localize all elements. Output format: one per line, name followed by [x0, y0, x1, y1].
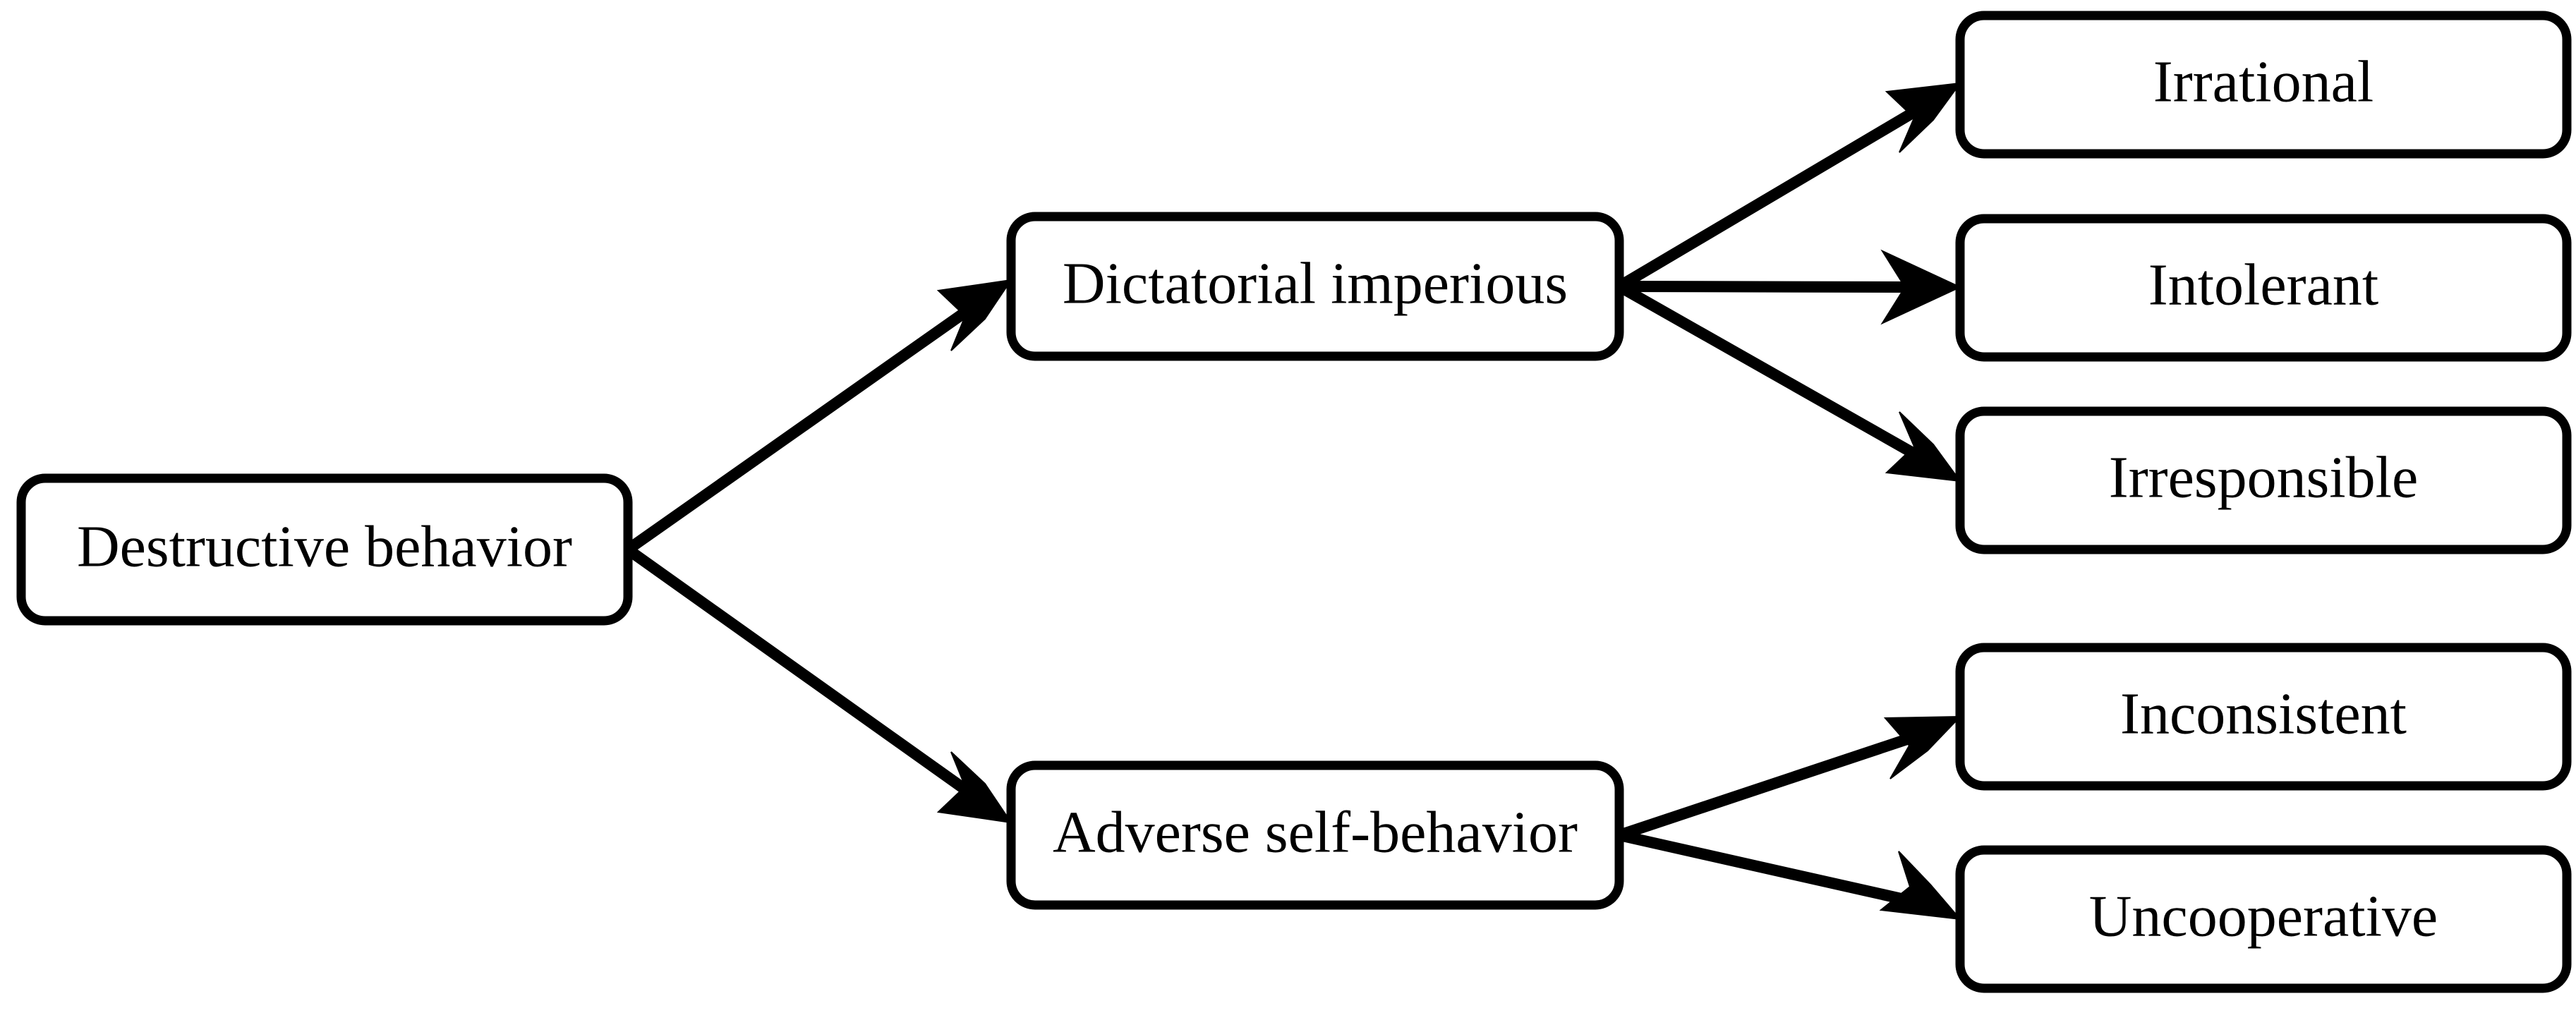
- node-uncooperative[interactable]: Uncooperative: [1955, 845, 2572, 993]
- node-box-inconsistent[interactable]: [1955, 643, 2572, 791]
- node-label-intolerant: Intolerant: [2148, 252, 2379, 317]
- edge-dictatorial-to-irrational: [1616, 82, 1962, 291]
- edge-adverse-to-uncooperative: [1618, 830, 1962, 921]
- node-irresponsible[interactable]: Irresponsible: [1955, 406, 2572, 554]
- node-box-adverse-self-behavior[interactable]: [1006, 760, 1624, 910]
- edge-dictatorial-to-irresponsible: [1616, 281, 1962, 482]
- node-adverse-self-behavior[interactable]: Adverse self-behavior: [1006, 760, 1624, 910]
- node-box-destructive-behavior[interactable]: [16, 473, 633, 626]
- node-label-inconsistent: Inconsistent: [2120, 681, 2407, 746]
- edge-root-to-dictatorial-imperious: [624, 279, 1013, 554]
- node-label-adverse-self-behavior: Adverse self-behavior: [1053, 799, 1578, 865]
- node-label-destructive-behavior: Destructive behavior: [77, 514, 572, 579]
- node-box-irresponsible[interactable]: [1955, 406, 2572, 554]
- node-label-irrational: Irrational: [2153, 49, 2374, 114]
- edge-layer: [624, 82, 1962, 921]
- node-layer: Destructive behavior Dictatorial imperio…: [16, 11, 2572, 993]
- node-box-dictatorial-imperious[interactable]: [1006, 212, 1624, 361]
- node-intolerant[interactable]: Intolerant: [1955, 214, 2572, 362]
- node-box-uncooperative[interactable]: [1955, 845, 2572, 993]
- node-box-irrational[interactable]: [1955, 11, 2572, 159]
- node-label-uncooperative: Uncooperative: [2089, 883, 2438, 949]
- edge-dictatorial-to-intolerant: [1619, 249, 1962, 325]
- node-destructive-behavior[interactable]: Destructive behavior: [16, 473, 633, 626]
- node-irrational[interactable]: Irrational: [1955, 11, 2572, 159]
- node-label-dictatorial-imperious: Dictatorial imperious: [1063, 250, 1568, 316]
- node-label-irresponsible: Irresponsible: [2109, 444, 2419, 510]
- edge-root-to-adverse-self-behavior: [624, 545, 1013, 824]
- node-dictatorial-imperious[interactable]: Dictatorial imperious: [1006, 212, 1624, 361]
- node-box-intolerant[interactable]: [1955, 214, 2572, 362]
- edge-adverse-to-inconsistent: [1617, 715, 1962, 841]
- node-inconsistent[interactable]: Inconsistent: [1955, 643, 2572, 791]
